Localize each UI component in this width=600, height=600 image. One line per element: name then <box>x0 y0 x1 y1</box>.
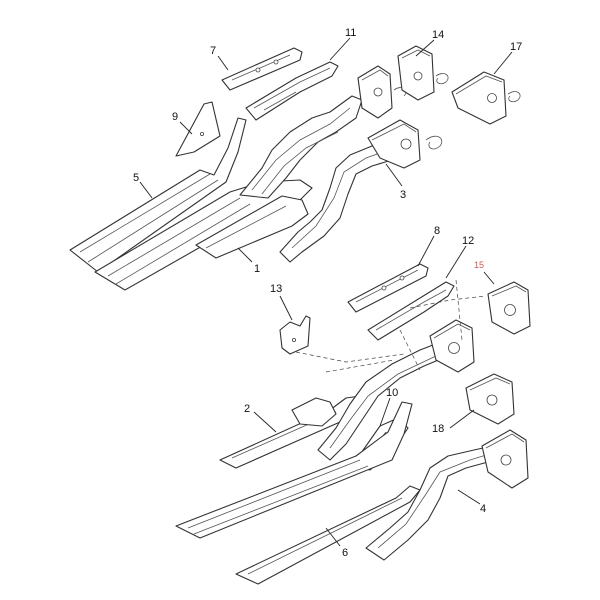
leader-5 <box>139 181 153 199</box>
part-13-gusset <box>279 315 311 355</box>
callout-8: 8 <box>434 225 440 237</box>
callout-2: 2 <box>244 403 250 415</box>
callout-1: 1 <box>254 263 260 275</box>
leader-17 <box>493 51 513 75</box>
assembly-dashed-lines <box>295 279 487 373</box>
leader-9 <box>179 121 193 135</box>
leader-15 <box>483 271 495 285</box>
callout-6: 6 <box>342 547 348 559</box>
part-15-bracket <box>487 281 531 335</box>
part-3-mount-bracket <box>367 119 443 169</box>
callout-14: 14 <box>432 29 444 41</box>
callout-15: 15 <box>474 260 484 270</box>
leader-18 <box>449 409 475 429</box>
part-6-outer-rail-lower <box>175 401 413 539</box>
callout-13: 13 <box>270 283 282 295</box>
part-9-gusset <box>175 101 221 157</box>
part-14-bracket <box>397 45 449 101</box>
leader-14 <box>415 39 435 57</box>
leader-4 <box>457 489 481 505</box>
leader-1 <box>237 247 253 263</box>
callout-10: 10 <box>386 387 398 399</box>
part-17-bracket <box>451 71 521 125</box>
leader-7 <box>217 55 229 71</box>
callout-5: 5 <box>133 172 139 184</box>
part-18-bracket <box>465 373 515 425</box>
part-1-inner-rail-upper <box>94 179 313 291</box>
leader-10 <box>379 397 391 427</box>
part-5-outer-rail-upper <box>69 117 247 273</box>
part-12-top-rail <box>367 281 455 341</box>
leader-12 <box>445 245 467 279</box>
leader-13 <box>279 295 293 321</box>
callout-7: 7 <box>210 45 216 57</box>
part-11-mount-bracket <box>357 65 407 119</box>
leader-3 <box>385 163 403 187</box>
part-8-reinforcement <box>347 263 429 313</box>
callout-4: 4 <box>480 503 486 515</box>
leader-2 <box>253 411 277 433</box>
callout-9: 9 <box>172 111 178 123</box>
leader-8 <box>417 235 435 267</box>
leader-lines <box>139 37 513 547</box>
callout-17: 17 <box>510 41 522 53</box>
callout-12: 12 <box>462 235 474 247</box>
callout-18: 18 <box>432 423 444 435</box>
callout-3: 3 <box>400 189 406 201</box>
leader-6 <box>325 527 341 547</box>
callout-11: 11 <box>345 27 356 39</box>
part-11-top-rail <box>245 61 339 121</box>
leader-11 <box>329 37 351 61</box>
part-7-reinforcement <box>221 47 303 91</box>
part-12-mount-bracket <box>429 319 475 373</box>
callout-labels: 5 1 3 7 11 9 14 17 8 12 15 13 2 10 18 4 … <box>133 27 522 559</box>
part-4-mount-bracket <box>481 429 529 489</box>
